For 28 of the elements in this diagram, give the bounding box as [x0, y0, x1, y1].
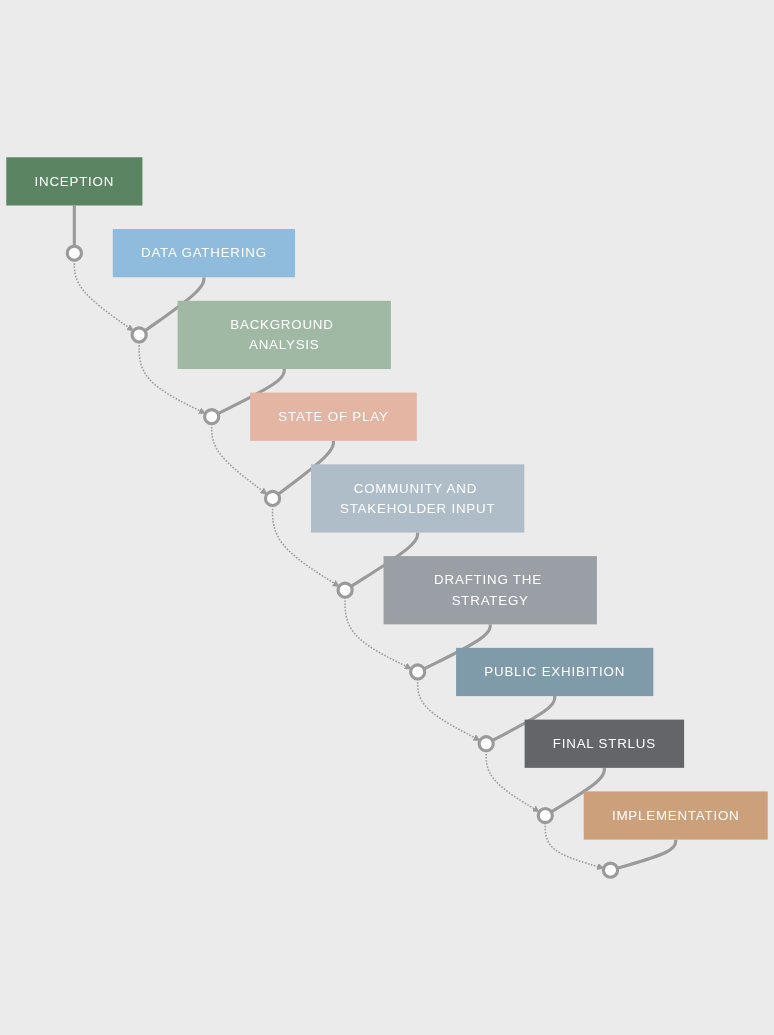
- node-circle: [409, 663, 427, 681]
- node-box: BACKGROUND ANALYSIS: [177, 301, 391, 370]
- node-box: DRAFTING THE STRATEGY: [383, 556, 597, 625]
- node-circle: [130, 326, 148, 344]
- node-circle: [65, 244, 83, 262]
- node-circle: [263, 490, 282, 508]
- connector: [217, 369, 286, 416]
- connector: [277, 441, 336, 496]
- node-box: COMMUNITY AND STAKEHOLDER INPUT: [311, 464, 525, 533]
- arrow: [138, 341, 206, 415]
- node-box: IMPLEMENTATION: [583, 791, 768, 840]
- connector: [72, 205, 76, 247]
- connector: [550, 768, 606, 814]
- connector: [491, 696, 557, 743]
- connector: [350, 532, 420, 588]
- connector: [423, 624, 492, 671]
- node-circle: [536, 807, 554, 825]
- node-box: STATE OF PLAY: [250, 392, 417, 441]
- node-box: INCEPTION: [6, 157, 143, 206]
- node-circle: [336, 581, 354, 600]
- node-box: FINAL STRLUS: [524, 719, 685, 769]
- connector: [144, 277, 206, 333]
- node-circle: [203, 408, 221, 426]
- node-circle: [477, 735, 495, 753]
- connector: [616, 839, 678, 870]
- node-box: PUBLIC EXHIBITION: [456, 648, 654, 697]
- node-circle: [601, 861, 620, 880]
- node-box: DATA GATHERING: [112, 229, 296, 278]
